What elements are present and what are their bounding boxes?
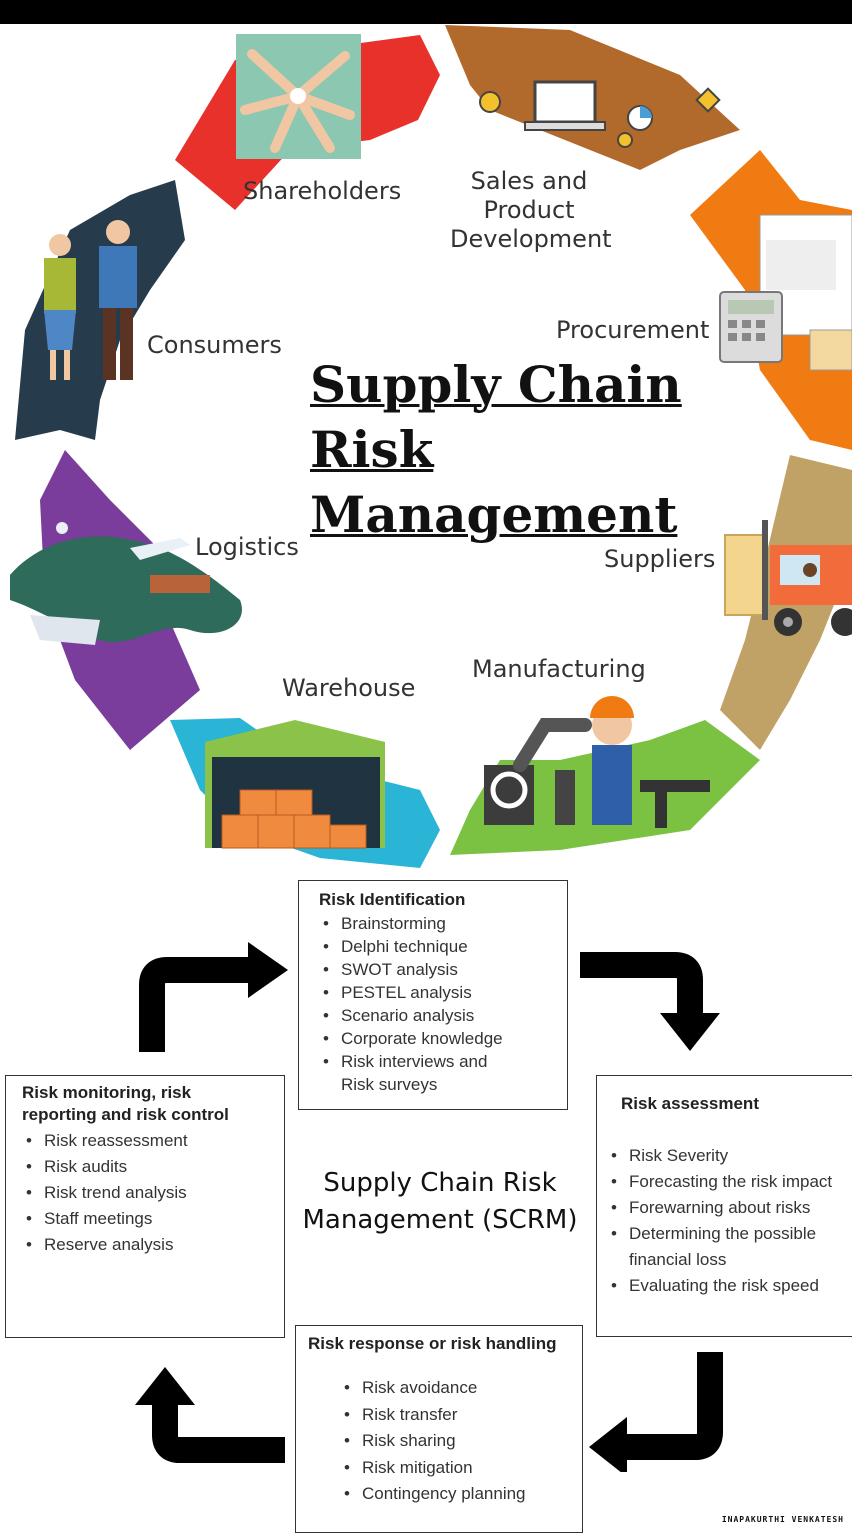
list-item: Forewarning about risks [607,1195,852,1221]
list-item: Corporate knowledge [319,1027,567,1050]
warehouse-icon [205,720,385,849]
list-item: PESTEL analysis [319,981,567,1004]
title-line-1: Supply Chain [310,355,682,414]
risk-monitoring-title-line-2: reporting and risk control [22,1105,229,1124]
list-item: Risk audits [22,1154,284,1180]
people-icon [44,220,137,380]
list-item: Risk sharing [340,1428,582,1455]
list-item: Risk mitigation [340,1455,582,1482]
list-item: Scenario analysis [319,1004,567,1027]
label-logistics: Logistics [195,533,299,561]
list-item: Risk transfer [340,1402,582,1429]
laptop-icon [479,80,721,148]
risk-identification-title: Risk Identification [319,890,466,909]
list-item: Risk trend analysis [22,1180,284,1206]
title-line-2: Risk [310,420,434,479]
list-item: Evaluating the risk speed [607,1273,852,1299]
supply-chain-cycle [10,25,852,868]
risk-identification-box: Risk Identification Brainstorming Delphi… [298,880,568,1110]
risk-assessment-box: Risk assessment Risk Severity Forecastin… [596,1075,852,1337]
list-item: Forecasting the risk impact [607,1169,852,1195]
label-manufacturing: Manufacturing [472,655,646,683]
label-warehouse: Warehouse [282,674,416,702]
risk-monitoring-title-line-1: Risk monitoring, risk [22,1083,192,1102]
hands-icon [236,34,361,159]
label-shareholders: Shareholders [243,177,402,205]
arrow-monitoring-to-identification [139,942,288,1052]
list-item: Risk avoidance [340,1375,582,1402]
segment-consumers [15,180,185,440]
forklift-icon [724,520,852,636]
title-line-3: Management [310,485,678,544]
risk-response-box: Risk response or risk handling Risk avoi… [295,1325,583,1533]
list-item: SWOT analysis [319,958,567,981]
list-item: Risk Severity [607,1143,852,1169]
calculator-icon [719,214,852,371]
list-item-continuation: Risk surveys [341,1075,438,1094]
list-item: Contingency planning [340,1481,582,1508]
label-suppliers: Suppliers [604,545,716,573]
risk-response-title: Risk response or risk handling [308,1334,557,1353]
robot-arm-icon [484,696,710,828]
watermark: INAPAKURTHI VENKATESH [721,1515,844,1524]
list-item-continuation: financial loss [629,1250,727,1269]
risk-assessment-title: Risk assessment [621,1094,759,1113]
main-title: Supply Chain Risk Management [310,352,690,547]
top-black-bar [0,0,852,24]
label-sales: Sales and Product Development [450,167,612,253]
list-item: Risk reassessment [22,1128,284,1154]
list-item: Brainstorming [319,912,567,935]
list-item: Risk interviews and [319,1050,567,1073]
world-map-icon [10,522,242,645]
arrow-identification-to-assessment [580,952,720,1051]
list-item: Staff meetings [22,1206,284,1232]
list-item: Reserve analysis [22,1232,284,1258]
list-item: Delphi technique [319,935,567,958]
label-consumers: Consumers [147,331,282,359]
list-item: Determining the possible [607,1221,852,1247]
scrm-center-title: Supply Chain Risk Management (SCRM) [302,1168,578,1235]
risk-monitoring-box: Risk monitoring, risk reporting and risk… [5,1075,285,1338]
label-procurement: Procurement [556,316,710,344]
arrow-assessment-to-response [589,1352,723,1472]
arrow-response-to-monitoring [135,1367,285,1463]
